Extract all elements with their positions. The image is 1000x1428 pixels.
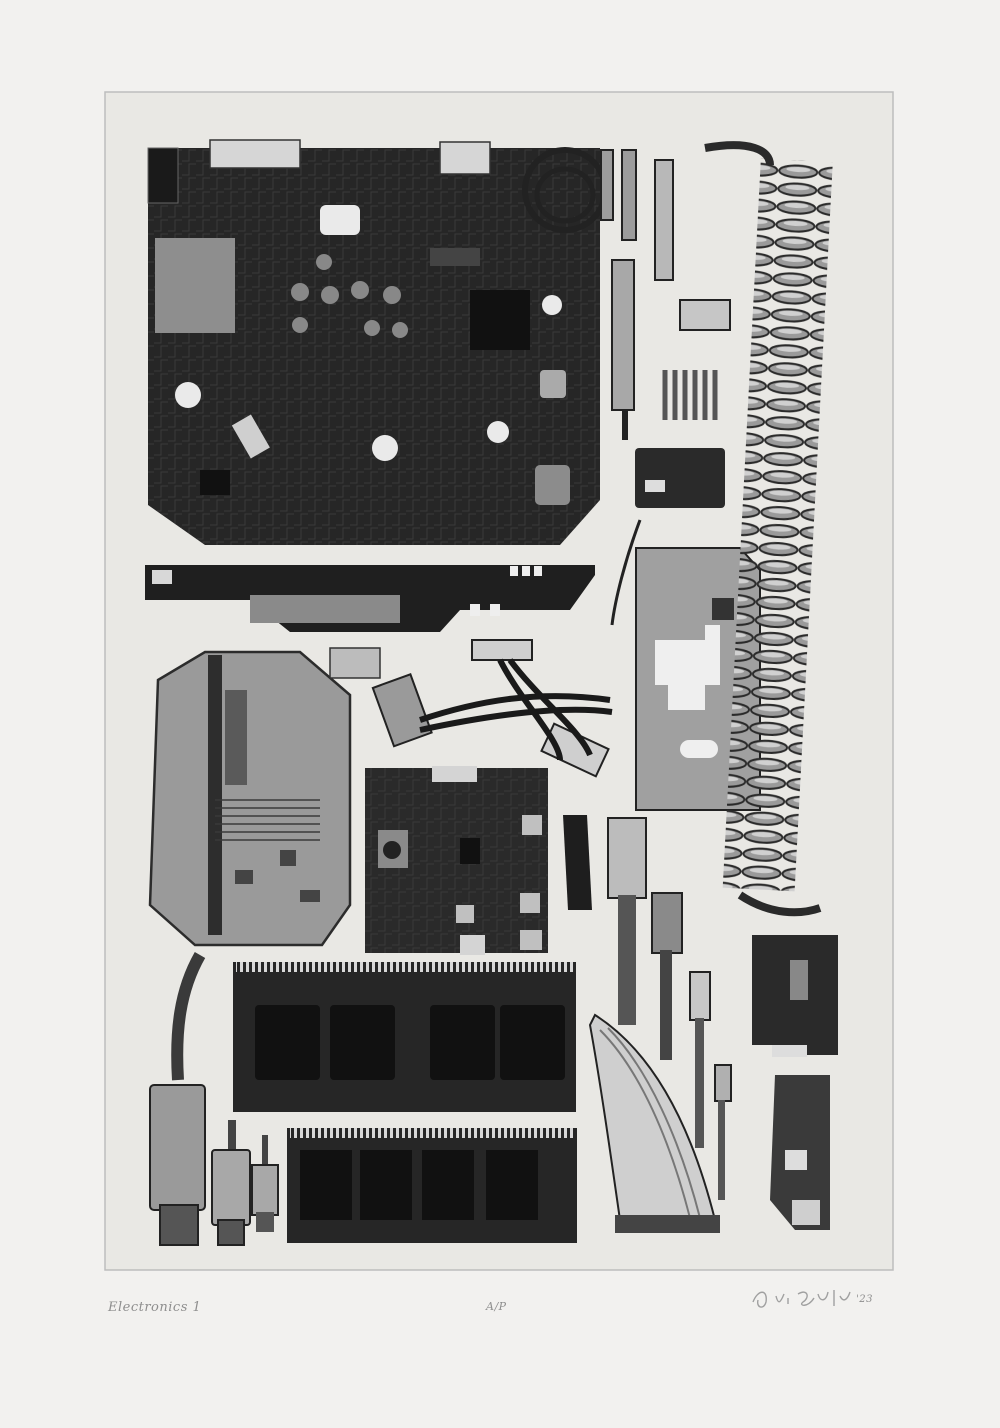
artist-signature [752, 1290, 851, 1308]
artwork-year: '23 [856, 1294, 873, 1305]
coiled-cable [704, 141, 833, 917]
wire-harness [371, 639, 613, 778]
artwork-title: Electronics 1 [108, 1300, 202, 1315]
ram-module-2 [287, 1128, 577, 1243]
audio-cables [522, 147, 674, 440]
usb-cables [149, 952, 279, 1246]
small-pcb [365, 766, 548, 955]
edition-label: A/P [486, 1300, 507, 1313]
strip-board [145, 565, 595, 632]
flat-ribbon [588, 1013, 720, 1233]
ram-module-1 [233, 962, 576, 1112]
dark-chip [563, 815, 592, 910]
grey-circuit-board [148, 650, 352, 947]
grey-plate [635, 547, 761, 811]
right-small-board [752, 935, 838, 1057]
small-connectors [610, 299, 731, 626]
right-module [770, 1075, 830, 1230]
motherboard [147, 139, 600, 545]
small-clip [329, 647, 381, 679]
ethernet-cables [607, 817, 732, 1200]
